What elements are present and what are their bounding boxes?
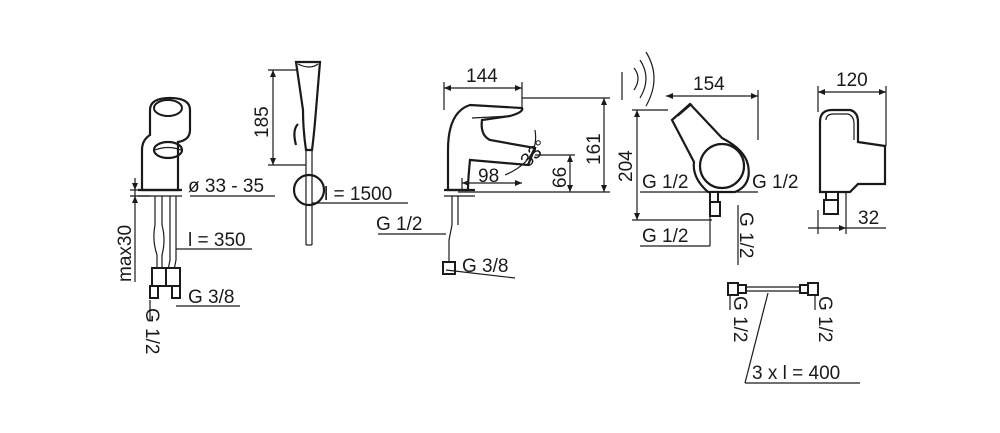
sensor-mixer — [621, 51, 759, 265]
label-g12-c: G 1/2 — [642, 226, 688, 247]
label-g38-mid: G 3/8 — [462, 256, 508, 277]
label-g12-a: G 1/2 — [642, 172, 688, 193]
label-l350: l = 350 — [188, 230, 246, 251]
label-g12-hose-left: G 1/2 — [729, 296, 750, 342]
label-98: 98 — [478, 166, 499, 187]
label-g12-left: G 1/2 — [141, 308, 162, 354]
label-diameter: ø 33 - 35 — [188, 176, 264, 197]
mixer-side-view — [808, 86, 887, 234]
hand-shower — [268, 60, 408, 246]
label-204: 204 — [616, 150, 637, 182]
label-g38-left: G 3/8 — [188, 287, 234, 308]
label-hose-length: 3 x l = 400 — [752, 363, 840, 384]
label-g12-mid: G 1/2 — [376, 214, 422, 235]
label-32: 32 — [858, 208, 879, 229]
label-185: 185 — [252, 106, 273, 138]
faucet-front-view — [130, 96, 275, 320]
label-max30: max30 — [115, 225, 136, 282]
label-l1500: l = 1500 — [324, 184, 392, 205]
connection-hoses — [727, 282, 860, 384]
label-66: 66 — [550, 167, 571, 188]
faucet-side-view — [378, 82, 610, 279]
label-g12-hose-right: G 1/2 — [814, 296, 835, 342]
label-161: 161 — [584, 133, 605, 165]
label-144: 144 — [466, 66, 498, 87]
label-g12-d: G 1/2 — [735, 212, 756, 258]
label-120: 120 — [836, 70, 868, 91]
label-g12-b: G 1/2 — [752, 172, 798, 193]
label-33-angle: 33° — [517, 136, 552, 171]
label-154: 154 — [693, 74, 725, 95]
